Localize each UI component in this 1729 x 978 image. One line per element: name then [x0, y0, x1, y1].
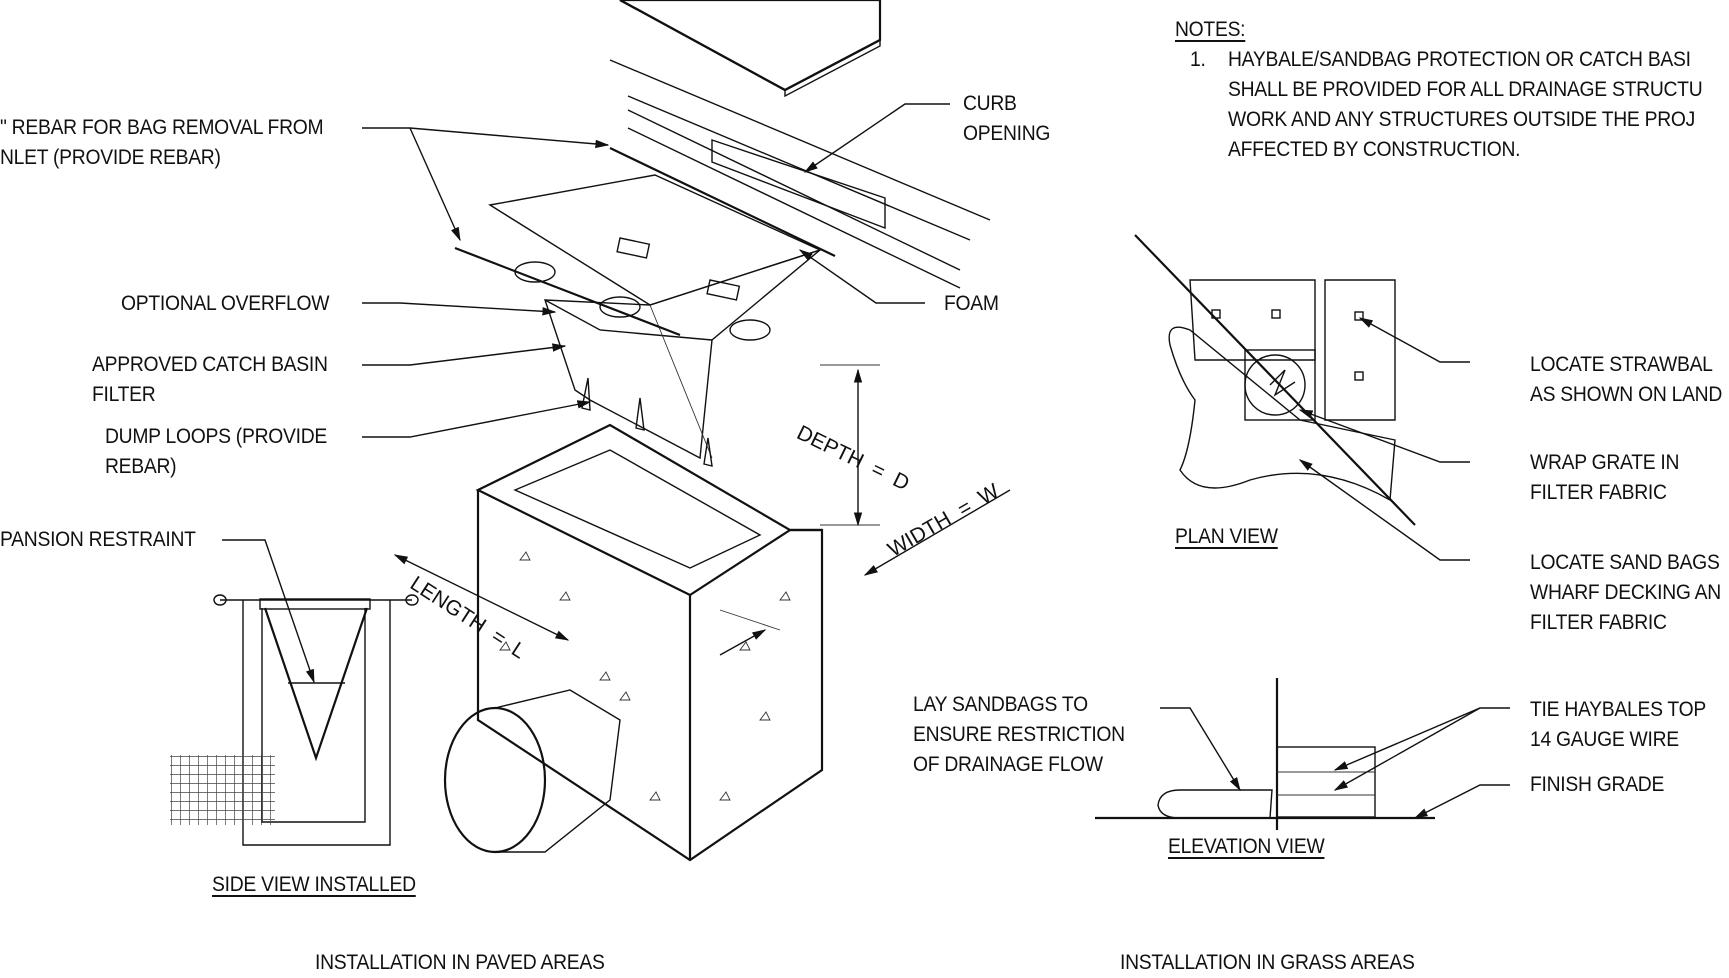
expansion-restraint-label: PANSION RESTRAINT: [0, 528, 196, 551]
finish-grade-label: FINISH GRADE: [1530, 773, 1665, 796]
elevation-view-title: ELEVATION VIEW: [1168, 835, 1325, 858]
filter-bag: [454, 147, 836, 467]
curb-opening-label-1: CURB: [963, 92, 1017, 115]
locate-sandbags-label-2: WHARF DECKING AN: [1530, 581, 1721, 604]
locate-strawbales-label-2: AS SHOWN ON LAND: [1530, 383, 1723, 406]
lay-sandbags-label-3: OF DRAINAGE FLOW: [913, 753, 1103, 776]
paved-section-caption: INSTALLATION IN PAVED AREAS: [315, 951, 605, 974]
side-view-title: SIDE VIEW INSTALLED: [212, 873, 416, 896]
notes-line-3: WORK AND ANY STRUCTURES OUTSIDE THE PROJ: [1228, 108, 1696, 131]
rebar-label-line-2: NLET (PROVIDE REBAR): [0, 146, 221, 169]
wrap-grate-label-2: FILTER FABRIC: [1530, 481, 1667, 504]
rebar-label-line-1: " REBAR FOR BAG REMOVAL FROM: [0, 116, 324, 139]
curb-lines: [609, 59, 991, 289]
approved-filter-label-2: FILTER: [92, 383, 156, 406]
tie-haybales-label-2: 14 GAUGE WIRE: [1530, 728, 1679, 751]
dump-loops-label-2: REBAR): [105, 455, 177, 478]
plan-view-title: PLAN VIEW: [1175, 525, 1278, 548]
notes-line-2: SHALL BE PROVIDED FOR ALL DRAINAGE STRUC…: [1228, 78, 1703, 101]
optional-overflow-label: OPTIONAL OVERFLOW: [121, 292, 330, 315]
locate-sandbags-label-1: LOCATE SAND BAGS: [1530, 551, 1720, 574]
side-view: [170, 594, 419, 846]
notes-line-1: HAYBALE/SANDBAG PROTECTION OR CATCH BASI: [1228, 48, 1691, 71]
tie-haybales-label-1: TIE HAYBALES TOP: [1530, 698, 1706, 721]
foam-label: FOAM: [944, 292, 999, 315]
notes-item-number: 1.: [1190, 48, 1206, 71]
locate-strawbales-label-1: LOCATE STRAWBAL: [1530, 353, 1713, 376]
grate: [619, 0, 882, 98]
paved-leaders: [222, 103, 950, 684]
grass-section-caption: INSTALLATION IN GRASS AREAS: [1120, 951, 1415, 974]
wrap-grate-label-1: WRAP GRATE IN: [1530, 451, 1680, 474]
lay-sandbags-label-2: ENSURE RESTRICTION: [913, 723, 1125, 746]
curb-opening-label-2: OPENING: [963, 122, 1051, 145]
elevation-view: [1095, 678, 1510, 830]
approved-filter-label-1: APPROVED CATCH BASIN: [92, 353, 328, 376]
notes-heading: NOTES:: [1175, 18, 1246, 41]
locate-sandbags-label-3: FILTER FABRIC: [1530, 611, 1667, 634]
dump-loops-label-1: DUMP LOOPS (PROVIDE: [105, 425, 327, 448]
plan-view: [1134, 234, 1470, 561]
notes-line-4: AFFECTED BY CONSTRUCTION.: [1228, 138, 1521, 161]
lay-sandbags-label-1: LAY SANDBAGS TO: [913, 693, 1088, 716]
dimension-lines: [393, 364, 1011, 656]
